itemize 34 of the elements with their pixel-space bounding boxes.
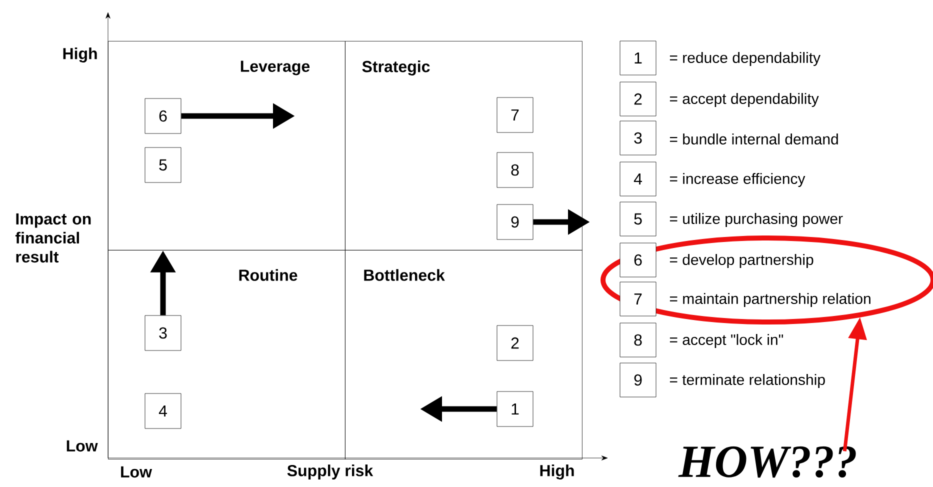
legend-text: = increase efficiency xyxy=(670,173,806,187)
number-box: 7 xyxy=(620,282,656,316)
number-box: 4 xyxy=(144,393,182,429)
legend-text: = develop partnership xyxy=(670,254,814,268)
number-box: 1 xyxy=(496,391,534,427)
legend-text: = utilize purchasing power xyxy=(670,213,843,227)
axis-label: Impact on financial result xyxy=(15,213,91,263)
legend-text: = maintain partnership relation xyxy=(670,293,870,307)
number-box: 3 xyxy=(620,120,656,156)
number-box: 6 xyxy=(144,98,182,134)
legend-text: = terminate relationship xyxy=(670,374,825,388)
number-box: 8 xyxy=(620,322,656,358)
axis-label: High xyxy=(63,48,97,62)
axis-label: Low xyxy=(66,440,98,452)
legend-text: = reduce dependability xyxy=(670,52,820,66)
number-box: 6 xyxy=(620,242,656,278)
number-box: 8 xyxy=(496,152,534,188)
number-box: 2 xyxy=(620,82,656,116)
number-box: 3 xyxy=(144,315,182,351)
number-box: 7 xyxy=(496,97,534,133)
axis-label: High xyxy=(540,464,574,480)
number-box: 5 xyxy=(144,147,182,183)
axis-label: Supply risk xyxy=(287,464,374,480)
number-box: 5 xyxy=(620,202,656,236)
legend-text: = accept "lock in" xyxy=(670,334,783,348)
number-box: 9 xyxy=(620,362,656,398)
question-text: HOW??? xyxy=(678,446,856,478)
number-box: 2 xyxy=(496,325,534,361)
number-box: 9 xyxy=(496,204,534,240)
legend-text: = accept dependability xyxy=(670,93,819,107)
number-box: 4 xyxy=(620,162,656,196)
number-box: 1 xyxy=(620,40,656,76)
legend-text: = bundle internal demand xyxy=(670,134,838,144)
axis-label: Low xyxy=(121,466,152,478)
